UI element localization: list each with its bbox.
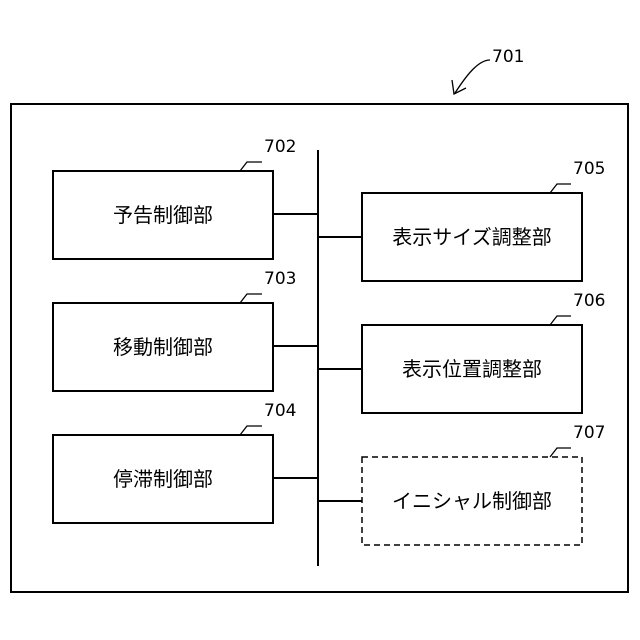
ref-label-707: 707: [573, 423, 605, 443]
ref-label-702: 702: [264, 137, 296, 157]
outer-reference-701: 701: [452, 47, 524, 94]
ref-label-704: 704: [264, 401, 296, 421]
block-display-position-adjust-label: 表示位置調整部: [402, 357, 542, 381]
block-display-size-adjust-label: 表示サイズ調整部: [392, 225, 551, 249]
block-stagnation-control-label: 停滞制御部: [113, 467, 213, 491]
ref-label-701: 701: [492, 47, 524, 67]
ref-label-705: 705: [573, 159, 605, 179]
block-notice-control-label: 予告制御部: [113, 203, 213, 227]
ref-label-706: 706: [573, 291, 605, 311]
block-initial-control-label: イニシャル制御部: [392, 489, 552, 513]
ref-arrow-701: [455, 60, 490, 93]
ref-label-703: 703: [264, 269, 296, 289]
block-movement-control-label: 移動制御部: [113, 335, 213, 359]
